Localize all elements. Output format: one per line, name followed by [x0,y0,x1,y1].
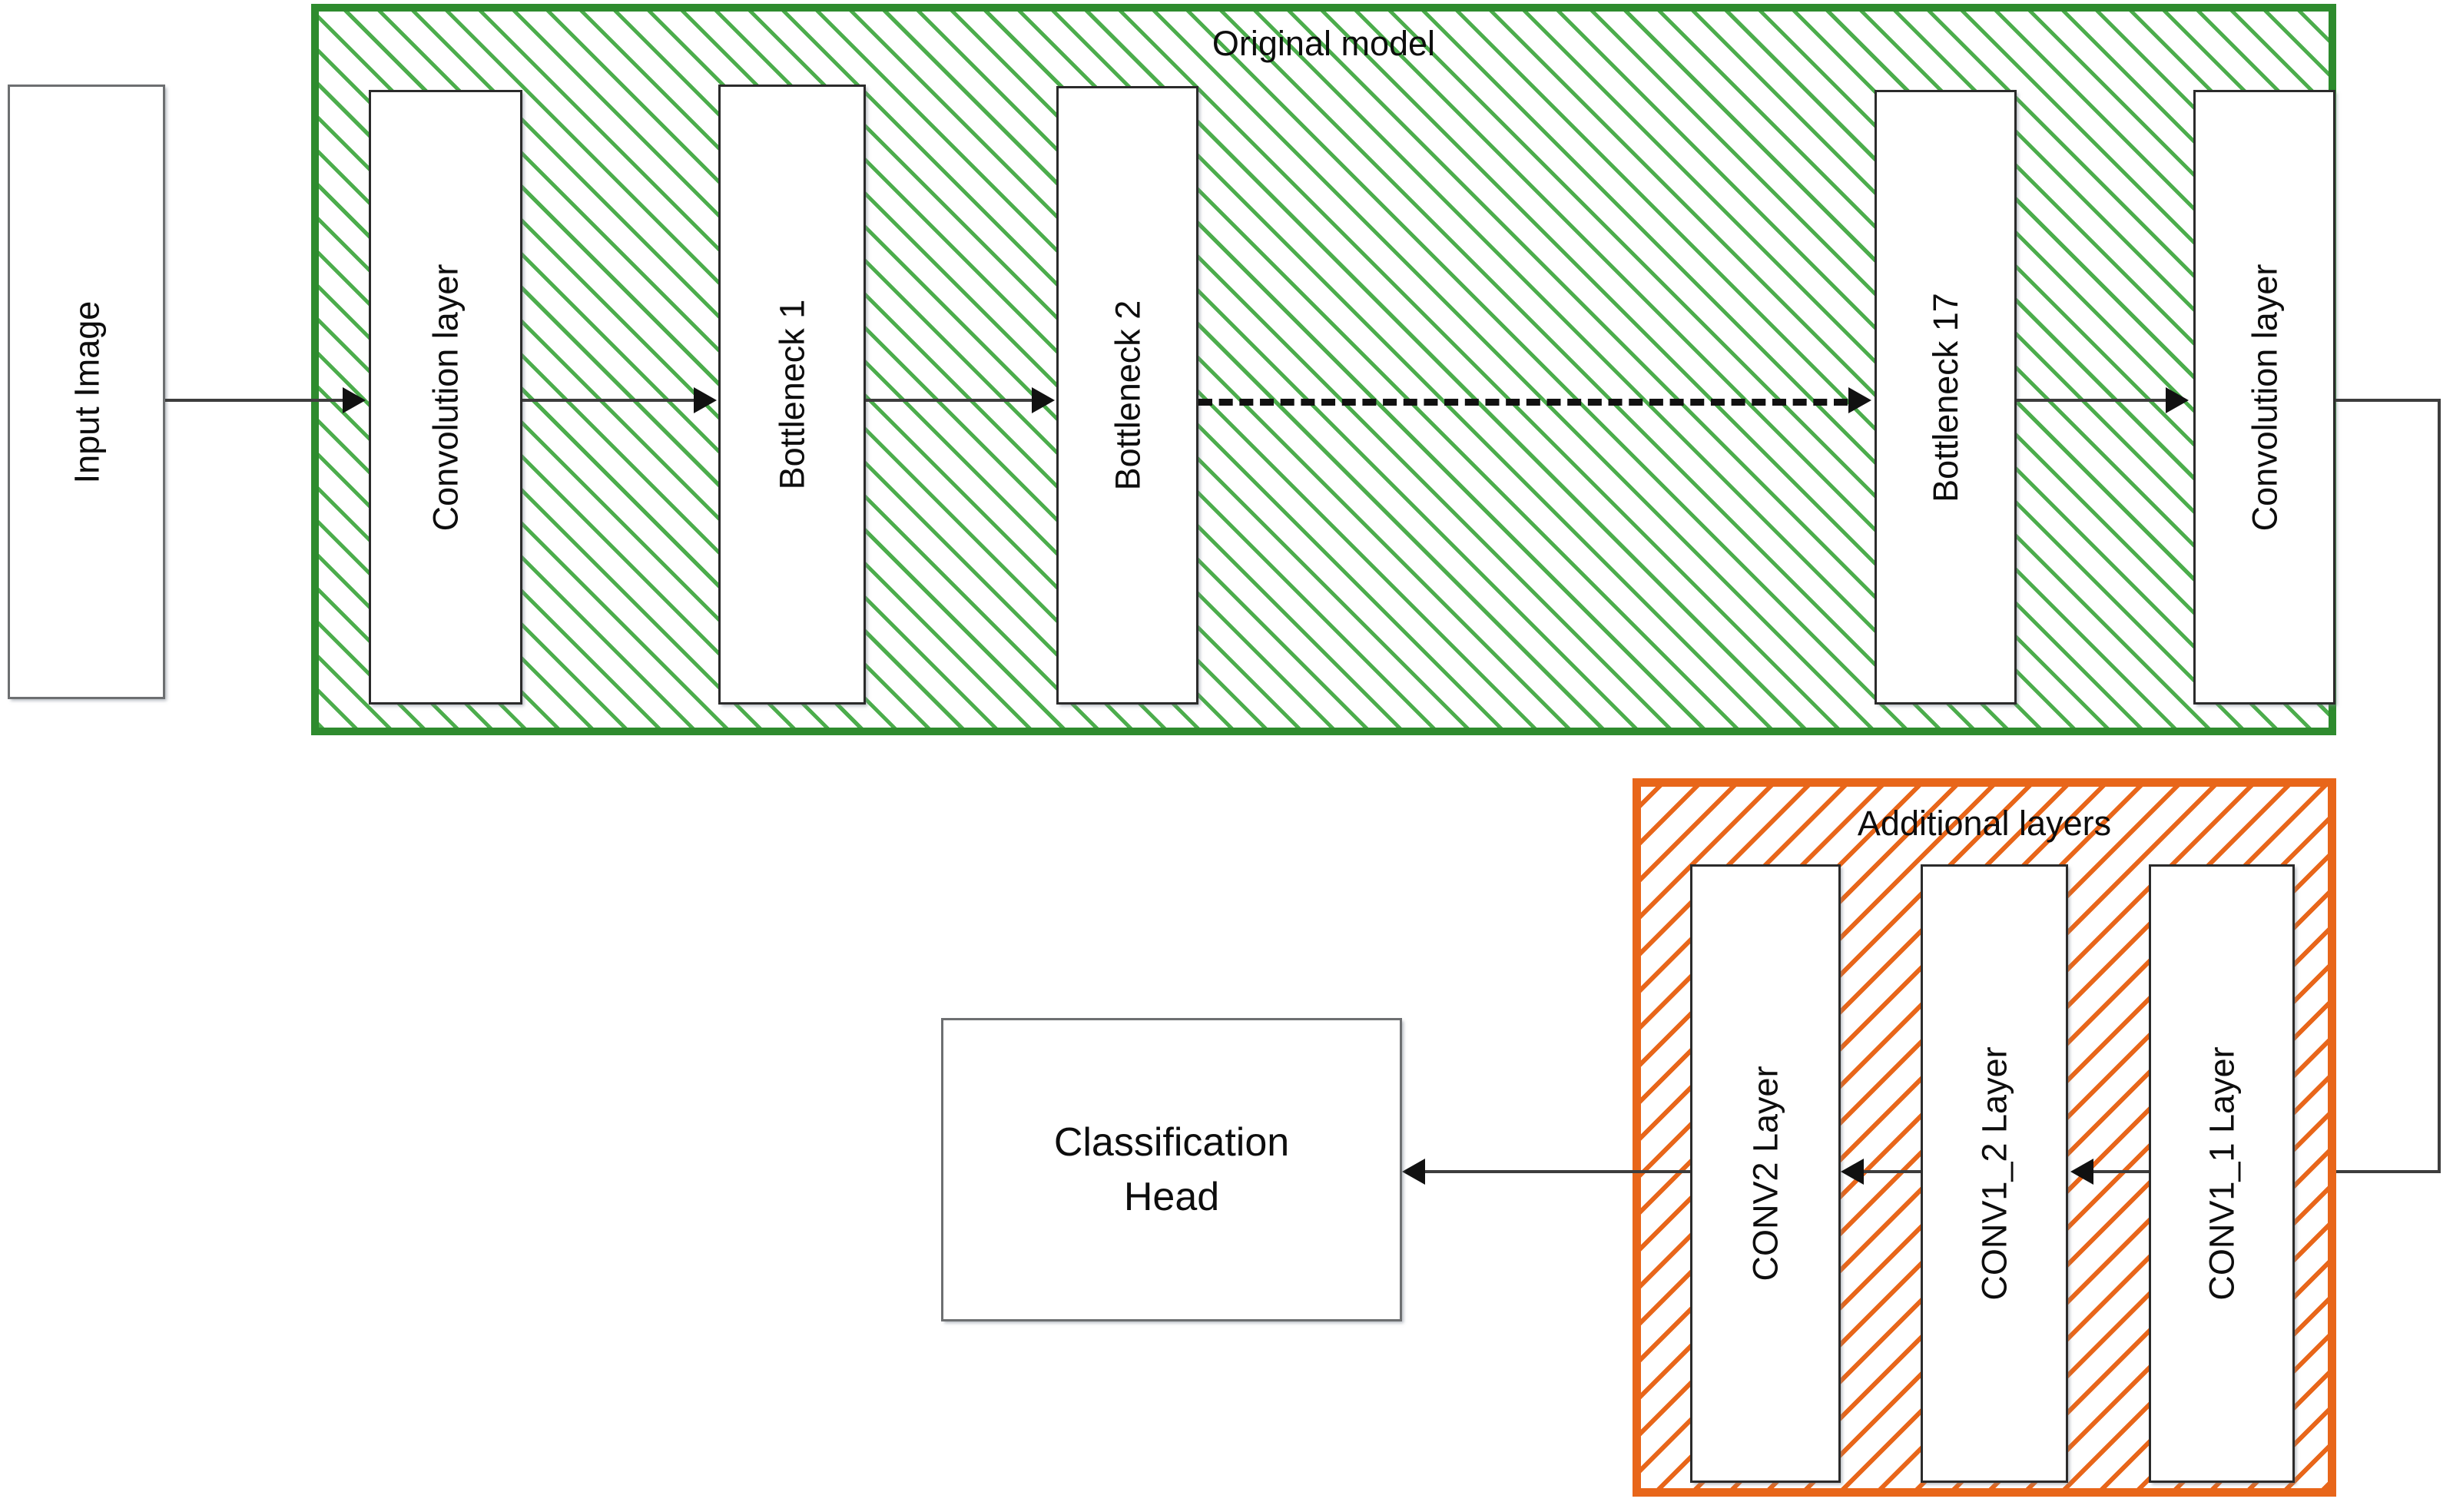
arrowhead-ellipsis-dashed [1848,387,1871,413]
connector-conv1-2-to-conv2 [1864,1170,1921,1173]
node-conv2-label: CONV2 Layer [1745,1066,1785,1282]
node-conv-in: Convolution layer [369,90,522,705]
node-bottleneck-2-label: Bottleneck 2 [1108,300,1147,491]
connector-bottleneck-1-to-bottleneck-2 [866,399,1033,402]
connector-routing-vertical [2438,399,2441,1173]
connector-conv-out-exit [2335,399,2441,402]
node-input-image-label: Input Image [67,300,106,483]
node-conv-out-label: Convolution layer [2245,264,2285,531]
connector-conv2-to-classification-head [1425,1170,1690,1173]
arrowhead-input-to-conv-in [343,387,366,413]
node-bottleneck-1: Bottleneck 1 [718,85,866,705]
connector-ellipsis-dashed [1198,399,1848,406]
connector-bottleneck-17-to-conv-out [2017,399,2167,402]
arrowhead-bottleneck-1-to-bottleneck-2 [1032,387,1055,413]
group-additional-layers-title: Additional layers [1857,804,2112,843]
connector-input-to-conv-in [165,399,344,402]
arrowhead-conv1-1-to-conv1-2 [2070,1159,2093,1185]
node-bottleneck-2: Bottleneck 2 [1056,86,1198,705]
group-original-model-title: Original model [1212,24,1436,63]
node-classification-head-label: Classification Head [1053,1120,1290,1219]
node-bottleneck-17: Bottleneck 17 [1875,90,2017,705]
node-conv-in-label: Convolution layer [426,264,466,531]
node-conv2: CONV2 Layer [1690,864,1841,1483]
node-conv1-2-label: CONV1_2 Layer [1974,1046,2014,1301]
group-original-model: Original model [311,4,2336,735]
node-conv1-2: CONV1_2 Layer [1921,864,2068,1483]
node-bottleneck-17-label: Bottleneck 17 [1926,292,1965,502]
node-conv-out: Convolution layer [2193,90,2335,705]
node-conv1-1: CONV1_1 Layer [2149,864,2295,1483]
node-conv1-1-label: CONV1_1 Layer [2202,1046,2242,1301]
arrowhead-conv1-2-to-conv2 [1841,1159,1864,1185]
connector-conv-in-to-bottleneck-1 [522,399,695,402]
node-bottleneck-1-label: Bottleneck 1 [772,299,812,490]
node-input-image: Input Image [8,85,165,699]
arrowhead-conv2-to-classification-head [1402,1159,1425,1185]
node-classification-head: Classification Head [941,1018,1402,1321]
connector-conv1-1-to-conv1-2 [2093,1170,2149,1173]
arrowhead-conv-in-to-bottleneck-1 [694,387,717,413]
connector-routing-into-conv1-1 [2301,1170,2441,1173]
arrowhead-bottleneck-17-to-conv-out [2166,387,2189,413]
